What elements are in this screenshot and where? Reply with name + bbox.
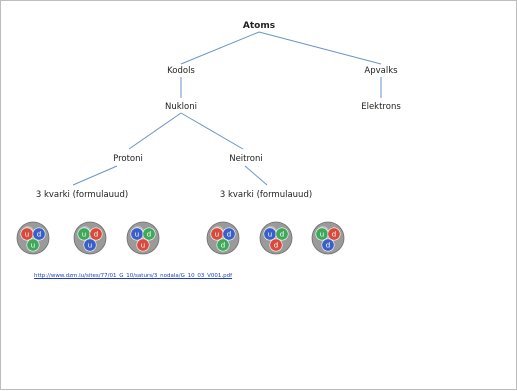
connector-nukloni-neitroni [180,112,244,150]
quark-red [136,238,150,252]
quark-red [327,227,341,241]
quark-letter: d [37,231,41,239]
connector-protoni-quarks [72,165,118,186]
connector-neitroni-quarks [244,165,268,186]
quark-blue [321,238,335,252]
quark-letter: d [332,231,336,239]
quark-green [142,227,156,241]
quark-letter: d [274,242,278,250]
node-apvalks: Apvalks [364,66,398,76]
quark-letter: d [221,242,225,250]
connectors [72,31,382,186]
quark-green [216,238,230,252]
quark-letter: u [141,242,145,250]
quark-letter: u [215,231,219,239]
node-elektrons: Elektrons [361,102,401,112]
quark-red [269,238,283,252]
quark-letter: u [88,242,92,250]
source-link[interactable]: http://www.dzm.lu/sites/77/01_G_10/satur… [34,273,233,279]
quark-red [89,227,103,241]
node-kodols: Kodols [167,66,195,76]
node-atoms: Atoms [243,21,275,31]
quark-letter: u [82,231,86,239]
node-nukloni: Nukloni [165,102,197,112]
quark-letter: d [227,231,231,239]
connector-atoms-apvalks [258,31,382,65]
quark-blue [222,227,236,241]
quark-letter: d [280,231,284,239]
quark-letter: d [94,231,98,239]
quark-letter: u [25,231,29,239]
quark-green [26,238,40,252]
quark-blue [83,238,97,252]
node-neutron-quarks: 3 kvarki (formulauud) [220,190,312,200]
node-protoni: Protoni [113,154,143,164]
connector-nukloni-protoni [128,112,182,150]
quark-letter: u [268,231,272,239]
quark-letter: u [135,231,139,239]
quark-letter: u [320,231,324,239]
node-neitroni: Neitroni [229,154,263,164]
quark-green [275,227,289,241]
quark-blue [32,227,46,241]
quark-letter: d [326,242,330,250]
quark-letter: u [31,242,35,250]
connector-atoms-kodols [180,31,260,65]
quark-letter: d [147,231,151,239]
node-proton-quarks: 3 kvarki (formulauud) [36,190,128,200]
